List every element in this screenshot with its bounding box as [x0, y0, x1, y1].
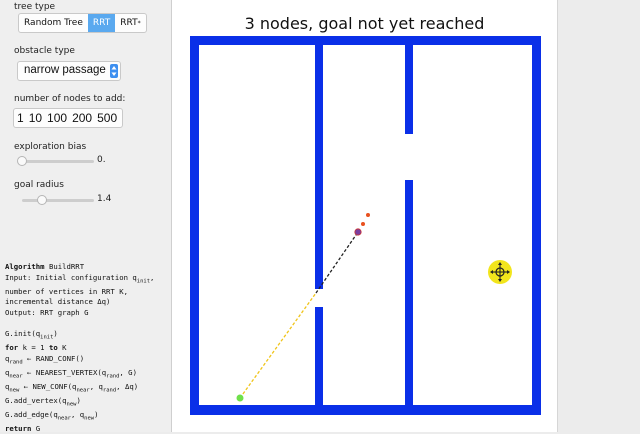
tree-type-selector: Random Tree RRT RRT*: [18, 13, 147, 33]
wall-segment: [315, 36, 323, 289]
wall-segment: [190, 405, 541, 415]
add-500-nodes-button[interactable]: 500: [97, 111, 118, 125]
obstacle-type-value: narrow passage: [24, 64, 106, 76]
random-sample-point: [366, 213, 370, 217]
workspace-map[interactable]: [172, 0, 557, 432]
wall-segment: [190, 36, 541, 45]
wall-segment: [532, 36, 541, 415]
algorithm-pseudocode: Algorithm BuildRRT Input: Initial config…: [5, 262, 171, 434]
tree-type-random-tree-button[interactable]: Random Tree: [24, 18, 83, 28]
crosshair-part: [490, 270, 493, 274]
goal-radius-value: 1.4: [97, 194, 112, 204]
crosshair-part: [507, 270, 510, 274]
wall-segment: [405, 36, 413, 134]
algorithm-line: Output: RRT graph G: [5, 307, 89, 317]
exploration-bias-slider-thumb[interactable]: [17, 156, 27, 166]
algorithm-line: incremental distance Δq): [5, 297, 111, 307]
obstacle-type-select[interactable]: narrow passage: [17, 61, 121, 81]
algorithm-line: G.add_edge(qnear, qnew): [5, 409, 99, 422]
crosshair-part: [498, 262, 502, 265]
updown-arrows-icon: [110, 64, 118, 78]
exploration-bias-slider[interactable]: [17, 156, 94, 166]
add-200-nodes-button[interactable]: 200: [72, 111, 93, 125]
wall-segment: [405, 180, 413, 411]
wall-segment: [190, 36, 199, 415]
right-margin: [557, 0, 640, 432]
exploration-bias-value: 0.: [97, 155, 106, 165]
obstacle-walls: [190, 36, 541, 415]
algorithm-line: qnear ← NEAREST_VERTEX(qrand, G): [5, 367, 137, 380]
tree-type-rrt-star-button[interactable]: RRT*: [120, 18, 141, 28]
algorithm-line: for k = 1 to K: [5, 343, 67, 353]
exploration-bias-label: exploration bias: [14, 142, 87, 152]
goal-radius-slider-thumb[interactable]: [37, 195, 48, 205]
add-10-nodes-button[interactable]: 10: [28, 111, 43, 125]
algorithm-line: [5, 318, 171, 329]
add-100-nodes-button[interactable]: 100: [47, 111, 68, 125]
algorithm-line: number of vertices in RRT K,: [5, 286, 129, 296]
algorithm-line: G.add_vertex(qnew): [5, 395, 81, 408]
tree-type-rrt-button[interactable]: RRT: [87, 14, 116, 32]
workspace-canvas[interactable]: 3 nodes, goal not yet reached: [172, 0, 557, 432]
goal-radius-slider[interactable]: [22, 195, 94, 205]
wall-segment: [315, 307, 323, 411]
goal-radius-label: goal radius: [14, 180, 64, 190]
crosshair-part: [498, 279, 502, 282]
obstacle-type-label: obstacle type: [14, 46, 75, 56]
algorithm-title: Algorithm BuildRRT: [5, 262, 85, 271]
add-1-node-button[interactable]: 1: [17, 111, 24, 125]
tree-edge: [315, 231, 359, 294]
tree-edge: [239, 292, 317, 399]
algorithm-line: return G: [5, 423, 41, 433]
tree-node: [354, 228, 362, 236]
nodes-to-add-label: number of nodes to add:: [14, 94, 126, 104]
rrt-star-superscript: *: [137, 19, 141, 27]
nodes-to-add-buttons: 1 10 100 200 500: [13, 108, 123, 128]
control-panel: tree type Random Tree RRT RRT* obstacle …: [0, 0, 172, 434]
algorithm-line: qnew ← NEW_CONF(qnear, qrand, Δq): [5, 381, 139, 394]
tree-type-label: tree type: [14, 2, 56, 12]
start-node[interactable]: [236, 394, 244, 402]
goal-region[interactable]: [488, 260, 512, 284]
algorithm-line: Input: Initial configuration qinit,: [5, 272, 155, 285]
algorithm-line: qrand ← RAND_CONF(): [5, 353, 85, 366]
algorithm-line: G.init(qinit): [5, 329, 58, 341]
random-sample-point: [361, 222, 365, 226]
crosshair-move-icon: [490, 262, 510, 282]
status-message: 3 nodes, goal not yet reached: [244, 14, 485, 33]
